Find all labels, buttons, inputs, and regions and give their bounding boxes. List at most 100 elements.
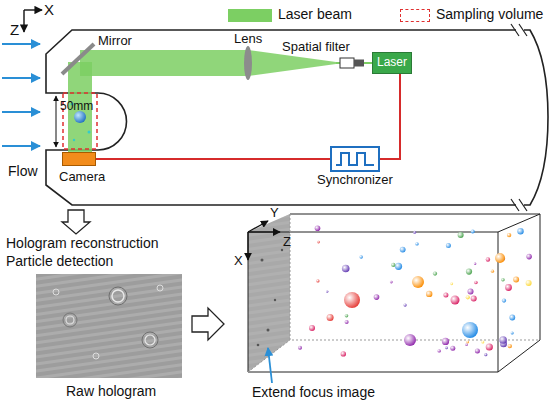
z-axis-arrow: [23, 10, 24, 32]
part-label: Lens: [234, 32, 262, 46]
particle: [499, 336, 507, 344]
particle: [474, 263, 476, 265]
x-axis-arrow: [24, 9, 42, 10]
objective: [354, 60, 364, 67]
image-caption: Raw hologram: [66, 384, 156, 399]
particle: [344, 292, 360, 308]
particle: [446, 243, 451, 248]
process-arrow: [62, 210, 90, 234]
signal-wire: [96, 158, 330, 160]
particle: [513, 277, 519, 283]
particle: [505, 284, 512, 291]
hologram-image: [36, 274, 182, 378]
particle: [495, 253, 505, 263]
particle: [475, 348, 480, 353]
lens: [244, 46, 252, 80]
laser-box: Laser: [372, 52, 412, 74]
square-wave-icon: [332, 148, 378, 170]
particle: [471, 229, 475, 233]
particle: [433, 272, 437, 276]
particle: [443, 293, 448, 298]
particle: [404, 304, 407, 307]
particle: [391, 263, 395, 267]
pointer-arrow: [268, 348, 272, 383]
particle-cloud: [298, 225, 532, 356]
particle: [315, 225, 321, 231]
legend-text: Sampling volume: [436, 7, 543, 22]
extend-focus-fringes: [248, 214, 290, 372]
node-label: Laser: [373, 56, 411, 69]
break-marks: [511, 24, 527, 211]
particle: [517, 228, 523, 234]
particle: [317, 241, 320, 244]
particle: [507, 233, 511, 237]
legend-swatch: [228, 9, 272, 22]
particle: [466, 341, 469, 344]
spatial-filter: [340, 58, 354, 68]
particle: [404, 334, 416, 346]
particle: [426, 291, 432, 297]
flow-arrow: [2, 77, 40, 79]
particle: [445, 347, 448, 350]
particle: [316, 279, 319, 282]
part-label: Spatial filter: [282, 40, 350, 54]
particle: [451, 296, 460, 305]
focus-dots: [257, 249, 283, 347]
particle: [326, 290, 328, 292]
particle: [511, 332, 514, 335]
particle: [502, 299, 506, 303]
particle: [501, 278, 505, 282]
particle: [466, 269, 472, 275]
node-label: Camera: [59, 170, 105, 184]
particle: [471, 296, 477, 302]
particle: [309, 325, 315, 331]
particle: [415, 242, 418, 245]
node-label: Synchronizer: [317, 173, 393, 187]
particle: [345, 314, 349, 318]
particle: [450, 282, 453, 285]
axis-label: Z: [283, 235, 291, 249]
hologram-rings: [53, 285, 163, 359]
particle: [466, 295, 470, 299]
particle: [465, 344, 468, 347]
particle: [360, 255, 363, 258]
step-label: Hologram reconstruction: [6, 236, 159, 251]
dimension-arrow: [56, 96, 57, 147]
particle: [88, 131, 91, 134]
particle: [395, 263, 402, 270]
particle: [491, 270, 494, 273]
particle: [400, 247, 406, 253]
flow-arrow: [2, 43, 40, 45]
axis-label: Y: [270, 206, 279, 220]
particle: [474, 281, 478, 285]
axis-label: Z: [10, 22, 19, 39]
flow-arrow: [2, 111, 40, 113]
particle: [413, 231, 416, 234]
particle: [509, 315, 515, 321]
laser-beam: [80, 50, 248, 76]
particle: [341, 351, 346, 356]
x-axis-arrow: [247, 232, 248, 260]
legend-swatch: [400, 9, 430, 22]
particle: [486, 343, 493, 350]
particle: [526, 280, 532, 286]
image-caption: Extend focus image: [252, 385, 375, 400]
particle: [345, 320, 349, 324]
process-arrow: [192, 308, 224, 340]
step-label: Particle detection: [6, 254, 113, 269]
particle: [508, 344, 512, 348]
particle: [342, 265, 350, 273]
y-axis-arrow: [248, 221, 268, 232]
flow-label: Flow: [8, 164, 38, 179]
particle: [298, 346, 302, 350]
particle: [484, 353, 487, 356]
particle: [73, 139, 75, 141]
probe-outline: [46, 30, 548, 205]
particle: [462, 322, 478, 338]
particle: [438, 349, 441, 352]
dimension-label: 50mm: [60, 100, 93, 113]
mirror: [62, 44, 94, 74]
particle: [450, 346, 455, 351]
